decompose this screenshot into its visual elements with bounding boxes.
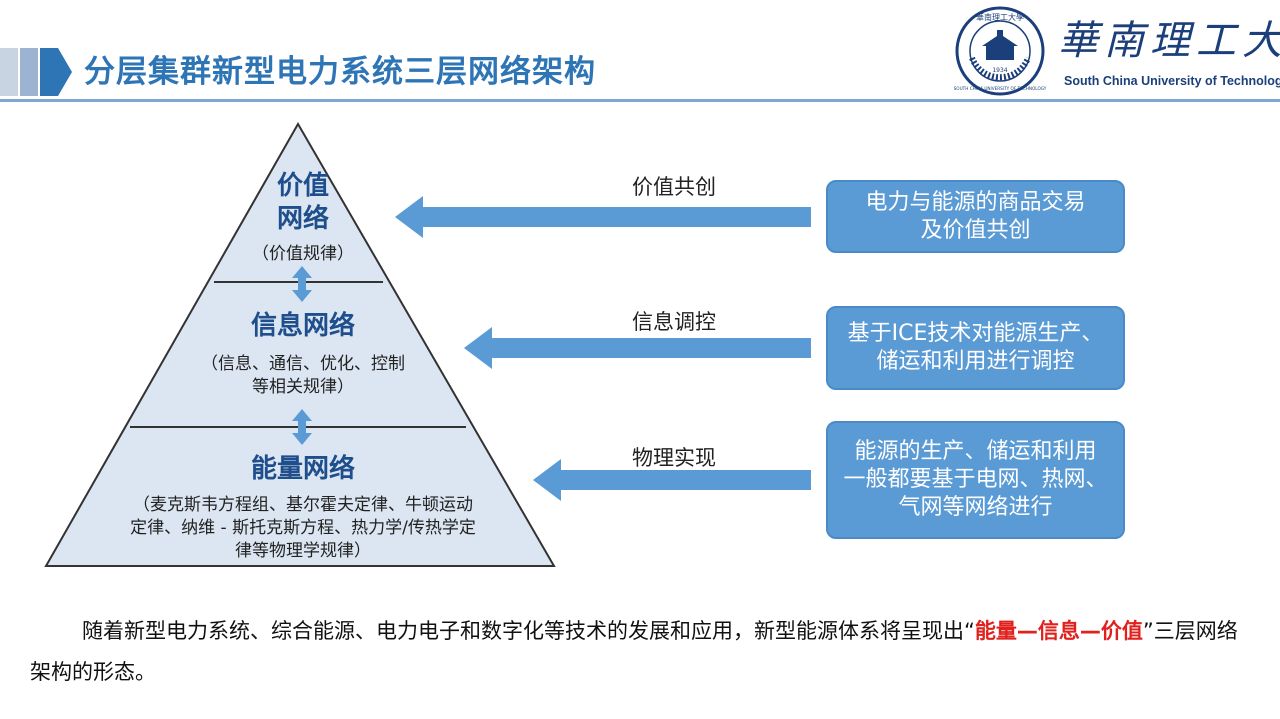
left-arrow-icon xyxy=(464,327,811,369)
svg-text:1934: 1934 xyxy=(992,67,1007,74)
double-arrow-icon xyxy=(292,266,312,302)
energy-network-subtitle-line2: 定律、纳维 - 斯托克斯方程、热力学/传热学定 xyxy=(130,518,476,538)
header-accent-bar xyxy=(0,48,72,96)
value-network-subtitle: （价值规律） xyxy=(252,244,354,264)
left-arrow-icon xyxy=(533,459,811,501)
value-network-title: 价值 网络 xyxy=(238,170,368,236)
arrow-label-value: 价值共创 xyxy=(632,175,716,199)
caption-highlight: 能量—信息—价值 xyxy=(974,619,1143,643)
desc-box-value: 电力与能源的商品交易 及价值共创 xyxy=(826,180,1125,253)
desc-box-info-line2: 储运和利用进行调控 xyxy=(876,349,1075,374)
page-title: 分层集群新型电力系统三层网络架构 xyxy=(84,54,596,90)
energy-network-subtitle-line3: 律等物理学规律） xyxy=(235,541,371,561)
university-seal-logo: 1934 華南理工大學 SOUTH CHINA UNIVERSITY OF TE… xyxy=(954,6,1047,96)
svg-text:SOUTH CHINA UNIVERSITY OF TECH: SOUTH CHINA UNIVERSITY OF TECHNOLOGY xyxy=(954,86,1047,91)
desc-box-physical-line1: 能源的生产、储运和利用 xyxy=(854,439,1097,464)
svg-text:華南理工大學: 華南理工大學 xyxy=(976,12,1024,22)
arrow-label-physical: 物理实现 xyxy=(632,446,716,470)
arrow-label-info: 信息调控 xyxy=(632,310,716,334)
double-arrow-icon xyxy=(292,409,312,445)
caption-paragraph: 随着新型电力系统、综合能源、电力电子和数字化等技术的发展和应用，新型能源体系将呈… xyxy=(30,611,1250,693)
desc-box-info-line1: 基于ICE技术对能源生产、 xyxy=(847,321,1104,346)
info-network-subtitle-line1: （信息、通信、优化、控制 xyxy=(201,354,405,374)
energy-network-subtitle-line1: （麦克斯韦方程组、基尔霍夫定律、牛顿运动 xyxy=(133,495,473,515)
desc-box-physical: 能源的生产、储运和利用 一般都要基于电网、热网、 气网等网络进行 xyxy=(826,421,1125,539)
value-network-title-line2: 网络 xyxy=(276,204,329,234)
caption-text: 随着新型电力系统、综合能源、电力电子和数字化等技术的发展和应用，新型能源体系将呈… xyxy=(82,619,975,643)
info-network-title: 信息网络 xyxy=(250,311,355,341)
pyramid-diagram xyxy=(44,121,556,567)
university-name-en: South China University of Technology xyxy=(1064,74,1280,88)
energy-network-title: 能量网络 xyxy=(250,454,355,484)
info-network-subtitle-line2: 等相关规律） xyxy=(252,377,354,397)
university-name-cn: 華南理工大學 xyxy=(1058,18,1280,64)
info-network-subtitle: （信息、通信、优化、控制 等相关规律） xyxy=(163,353,443,399)
value-network-title-line1: 价值 xyxy=(276,171,329,201)
desc-box-value-line1: 电力与能源的商品交易 xyxy=(865,189,1086,215)
energy-network-subtitle: （麦克斯韦方程组、基尔霍夫定律、牛顿运动 定律、纳维 - 斯托克斯方程、热力学/… xyxy=(68,494,538,563)
desc-box-physical-line3: 气网等网络进行 xyxy=(898,495,1053,520)
header-divider xyxy=(0,99,1280,102)
desc-box-info: 基于ICE技术对能源生产、 储运和利用进行调控 xyxy=(826,306,1125,390)
caption-text-end: ”三层网络架构的形态。 xyxy=(30,619,1238,684)
left-arrow-icon xyxy=(395,196,811,238)
desc-box-value-line2: 及价值共创 xyxy=(920,217,1031,243)
desc-box-physical-line2: 一般都要基于电网、热网、 xyxy=(843,467,1108,492)
